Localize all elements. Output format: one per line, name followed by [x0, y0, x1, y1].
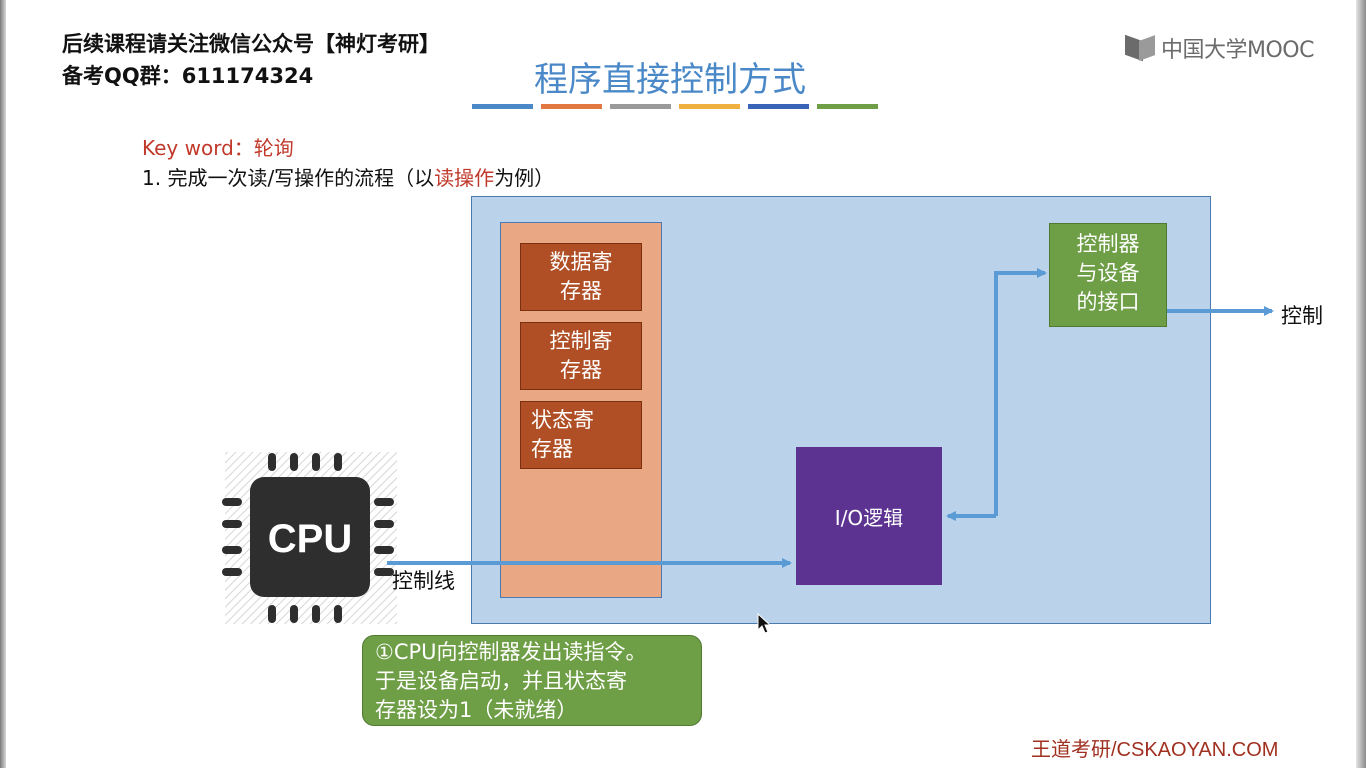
- footer-brand: 王道考研/CSKAOYAN.COM: [1031, 739, 1279, 761]
- callout-line2: 于是设备启动，并且状态寄: [375, 669, 627, 693]
- promo-wechat-text: 后续课程请关注微信公众号【神灯考研】: [62, 32, 440, 56]
- mouse-cursor-icon: [757, 612, 772, 634]
- control-output-label: 控制: [1281, 304, 1323, 328]
- keyword-text: Key word：轮询: [142, 136, 294, 160]
- device-interface-box: 控制器 与设备 的接口: [1049, 223, 1167, 327]
- mooc-logo-text: 中国大学MOOC: [1161, 38, 1314, 63]
- title-underline-bars: [472, 104, 878, 109]
- title-bar-2: [541, 104, 602, 109]
- title-bar-6: [817, 104, 878, 109]
- device-interface-line1: 控制器: [1076, 232, 1140, 256]
- data-register-line1: 数据寄: [549, 250, 613, 274]
- window-left-edge: [0, 0, 6, 768]
- control-register: 控制寄 存器: [520, 322, 642, 390]
- title-bar-5: [748, 104, 809, 109]
- window-right-edge: [1356, 0, 1366, 768]
- step-text: 1. 完成一次读/写操作的流程（以读操作为例）: [142, 162, 554, 191]
- control-register-line1: 控制寄: [549, 329, 613, 353]
- title-bar-1: [472, 104, 533, 109]
- control-line-label: 控制线: [392, 569, 455, 593]
- mooc-logo: 中国大学MOOC: [1125, 33, 1314, 63]
- promo-qq-text: 备考QQ群：611174324: [62, 64, 314, 88]
- device-interface-line2: 与设备: [1076, 261, 1140, 285]
- cpu-label: CPU: [268, 517, 352, 561]
- callout-line3: 存器设为1（未就绪）: [375, 698, 578, 722]
- title-bar-4: [679, 104, 740, 109]
- callout-line1: ①CPU向控制器发出读指令。: [375, 640, 647, 664]
- status-register-line2: 存器: [531, 437, 573, 461]
- step-prefix: 1. 完成一次读/写操作的流程（以: [142, 166, 435, 190]
- step-highlight: 读操作: [434, 166, 495, 190]
- title-bar-3: [610, 104, 671, 109]
- data-register: 数据寄 存器: [520, 243, 642, 311]
- data-register-line2: 存器: [560, 279, 602, 303]
- status-register-line1: 状态寄: [531, 408, 594, 432]
- step-suffix: 为例）: [494, 166, 555, 190]
- io-logic-box: I/O逻辑: [796, 447, 942, 585]
- io-to-interface-arrow: [994, 268, 1047, 516]
- status-register: 状态寄 存器: [520, 401, 642, 469]
- io-logic-label: I/O逻辑: [834, 505, 904, 530]
- device-interface-line3: 的接口: [1076, 290, 1140, 314]
- slide-title: 程序直接控制方式: [534, 60, 806, 100]
- control-register-line2: 存器: [560, 358, 602, 382]
- cpu-chip-icon: CPU: [222, 452, 397, 624]
- step-callout: ①CPU向控制器发出读指令。 于是设备启动，并且状态寄 存器设为1（未就绪）: [362, 635, 702, 726]
